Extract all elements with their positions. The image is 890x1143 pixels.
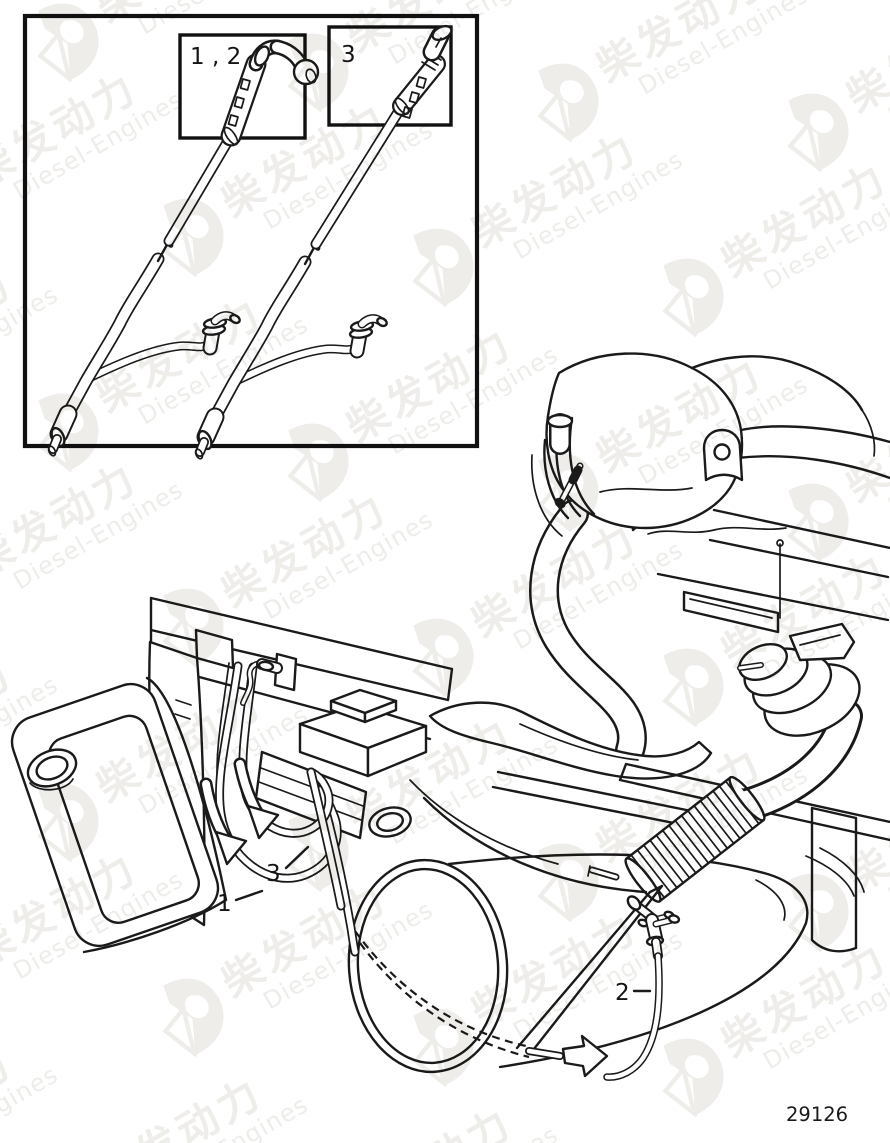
air-cleaner-canister — [347, 853, 809, 1074]
callout-2-label: 2 — [615, 980, 630, 1006]
flow-arrow-1 — [199, 777, 248, 866]
callout-2: 2 — [615, 980, 652, 1006]
callout-1-label: 1 — [217, 891, 232, 917]
flow-arrow-3 — [561, 1034, 609, 1078]
drain-hose — [603, 952, 663, 1081]
inset-panel: 1 , 2 3 — [22, 13, 480, 460]
drawing-number: 29126 — [786, 1103, 848, 1126]
stud-bolt — [587, 865, 620, 881]
callout-1: 1 — [217, 889, 264, 917]
exhaust-pipe — [529, 499, 647, 765]
frame-channel-right — [805, 806, 865, 953]
drain-valve — [626, 895, 681, 961]
inset-box-1-label: 1 , 2 — [190, 44, 241, 70]
engine-illustration: 1 3 2 — [10, 352, 890, 1081]
intake-elbow — [727, 699, 863, 823]
turbo-clamp — [737, 622, 861, 737]
inset-box-2-label: 3 — [341, 42, 356, 68]
dipstick-assembly-3 — [194, 24, 453, 460]
muffler — [530, 352, 890, 634]
bellows-hose — [624, 775, 766, 903]
callout-3-label: 3 — [266, 861, 281, 887]
engine-underside-line-2 — [409, 779, 559, 865]
